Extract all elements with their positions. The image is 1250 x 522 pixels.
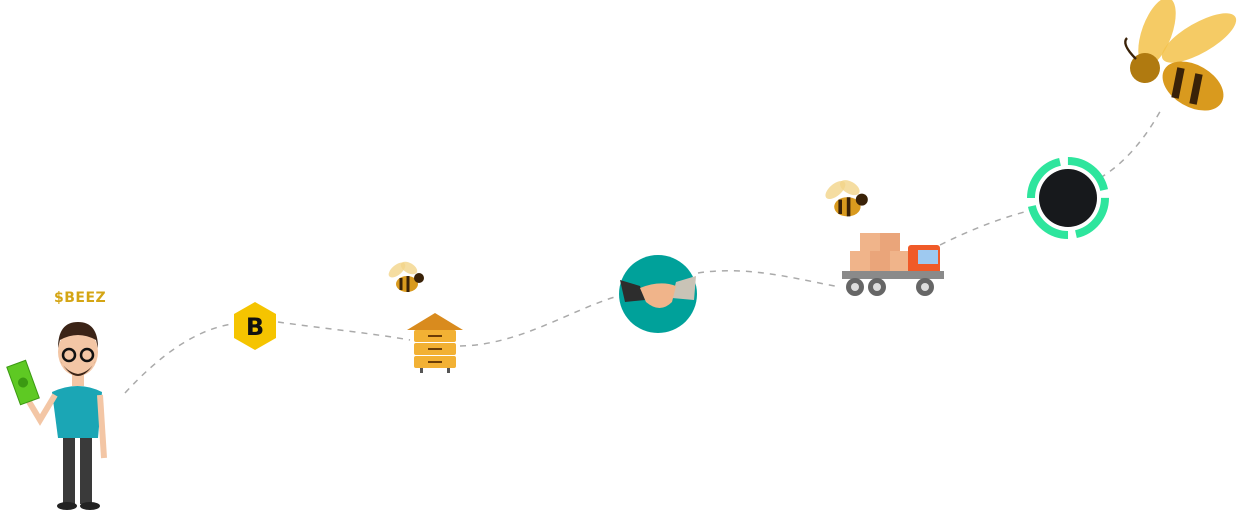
large-bee-icon [1124, 0, 1237, 111]
beez-hexagon-badge: B [234, 302, 276, 350]
delivery-truck-icon [842, 233, 944, 296]
bee-icon [388, 261, 424, 292]
handshake-icon [619, 255, 697, 333]
svg-text:B: B [246, 313, 264, 341]
recycle-cycle-icon [1027, 157, 1109, 239]
beehive-icon [407, 313, 463, 373]
money-bill-icon [6, 359, 40, 406]
bee-icon [825, 180, 868, 217]
dashed-journey-path [124, 107, 1163, 394]
man-holding-money-icon [6, 322, 107, 510]
token-label: $BEEZ [54, 290, 107, 306]
